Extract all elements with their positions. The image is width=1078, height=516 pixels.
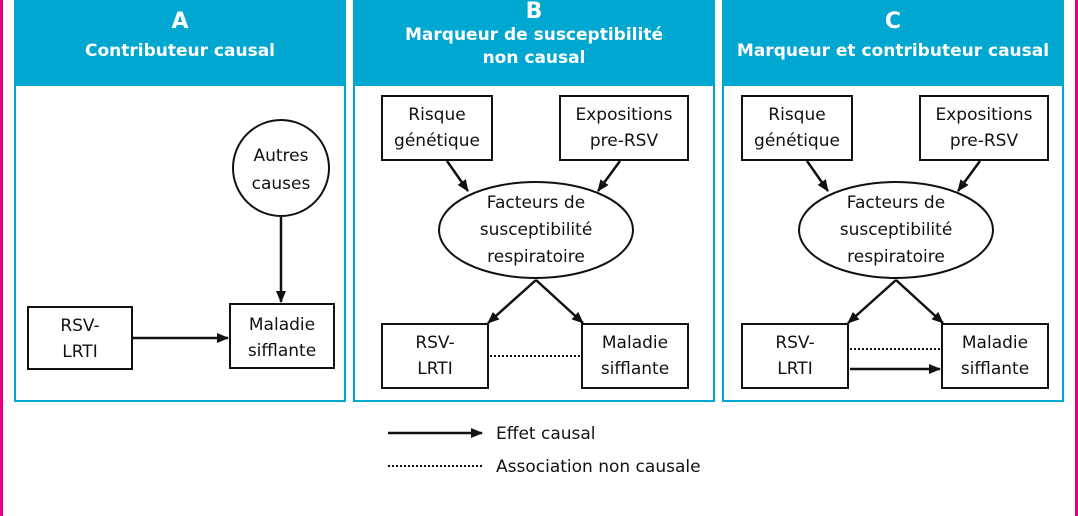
node-genetic-risk-line-1: Risque <box>408 105 465 125</box>
node-exposures-line-1: Expositions <box>576 105 673 125</box>
panel-b-diagram: Risque génétique Expositions pre-RSV Fac… <box>381 95 689 389</box>
node-exposures-line-2: pre-RSV <box>950 131 1019 151</box>
node-susceptibility-factors <box>438 181 634 279</box>
node-wheezing <box>581 323 689 389</box>
node-genetic-risk-line-2: génétique <box>394 131 480 151</box>
panel-a-header: A Contributeur causal <box>16 0 344 86</box>
node-rsv-lrti <box>381 323 489 389</box>
node-genetic-risk-line-2: génétique <box>754 131 840 151</box>
panel-c-header: C Marqueur et contributeur causal <box>724 0 1062 86</box>
panel-a-title: Contributeur causal <box>85 41 275 61</box>
arrow-factors-to-rsv <box>487 279 537 324</box>
node-wheezing-line-2: sifflante <box>961 359 1029 379</box>
node-wheezing-line-1: Maladie <box>249 315 315 335</box>
node-other-causes-line-1: Autres <box>253 146 308 166</box>
legend: Effet causal Association non causale <box>388 424 701 477</box>
panel-a-diagram: Autres causes RSV- LRTI Maladie sifflant… <box>27 119 335 370</box>
node-wheezing <box>941 323 1049 389</box>
node-factors-line-3: respiratoire <box>847 247 945 267</box>
node-rsv-lrti <box>27 306 133 370</box>
node-rsv-lrti-line-1: RSV- <box>415 333 454 353</box>
panel-c-letter: C <box>884 9 902 34</box>
arrow-factors-to-wheezing <box>895 279 944 324</box>
panel-b-title-line-1: Marqueur de susceptibilité <box>405 25 663 45</box>
node-wheezing <box>229 303 335 369</box>
frame-left-edge <box>0 0 3 516</box>
node-rsv-lrti-line-1: RSV- <box>60 316 99 336</box>
node-wheezing-line-2: sifflante <box>601 359 669 379</box>
node-rsv-lrti <box>741 323 849 389</box>
arrow-exposures-to-factors <box>596 160 622 192</box>
arrow-factors-to-wheezing <box>535 279 584 324</box>
node-exposures-line-2: pre-RSV <box>590 131 659 151</box>
panel-b-header: B Marqueur de susceptibilité non causal <box>355 0 713 86</box>
node-genetic-risk <box>381 95 493 161</box>
node-factors-line-1: Facteurs de <box>847 193 945 213</box>
arrow-genetic-to-factors <box>805 160 830 192</box>
node-wheezing-line-1: Maladie <box>602 333 668 353</box>
legend-non-causal-label: Association non causale <box>496 457 701 477</box>
node-factors-line-1: Facteurs de <box>487 193 585 213</box>
node-factors-line-3: respiratoire <box>487 247 585 267</box>
panel-c-title: Marqueur et contributeur causal <box>736 41 1050 61</box>
node-other-causes <box>232 119 330 217</box>
arrow-genetic-to-factors <box>445 160 470 192</box>
panel-b-letter: B <box>525 0 543 24</box>
panel-c-diagram: Risque génétique Expositions pre-RSV Fac… <box>741 95 1049 389</box>
node-other-causes-line-2: causes <box>252 174 311 194</box>
arrow-factors-to-rsv <box>847 279 897 324</box>
node-rsv-lrti-line-1: RSV- <box>775 333 814 353</box>
node-factors-line-2: susceptibilité <box>840 220 953 240</box>
arrow-exposures-to-factors <box>956 160 982 192</box>
legend-causal-label: Effet causal <box>496 424 596 444</box>
node-wheezing-line-1: Maladie <box>962 333 1028 353</box>
panel-a-letter: A <box>171 9 189 34</box>
node-rsv-lrti-line-2: LRTI <box>777 359 812 379</box>
node-factors-line-2: susceptibilité <box>480 220 593 240</box>
node-genetic-risk <box>741 95 853 161</box>
panel-b-title-line-2: non causal <box>482 48 586 68</box>
node-wheezing-line-2: sifflante <box>248 341 316 361</box>
node-susceptibility-factors <box>798 181 994 279</box>
node-rsv-lrti-line-2: LRTI <box>62 342 97 362</box>
node-exposures <box>919 95 1049 161</box>
node-rsv-lrti-line-2: LRTI <box>417 359 452 379</box>
node-genetic-risk-line-1: Risque <box>768 105 825 125</box>
node-exposures-line-1: Expositions <box>936 105 1033 125</box>
node-exposures <box>559 95 689 161</box>
frame-right-edge <box>1075 0 1078 516</box>
